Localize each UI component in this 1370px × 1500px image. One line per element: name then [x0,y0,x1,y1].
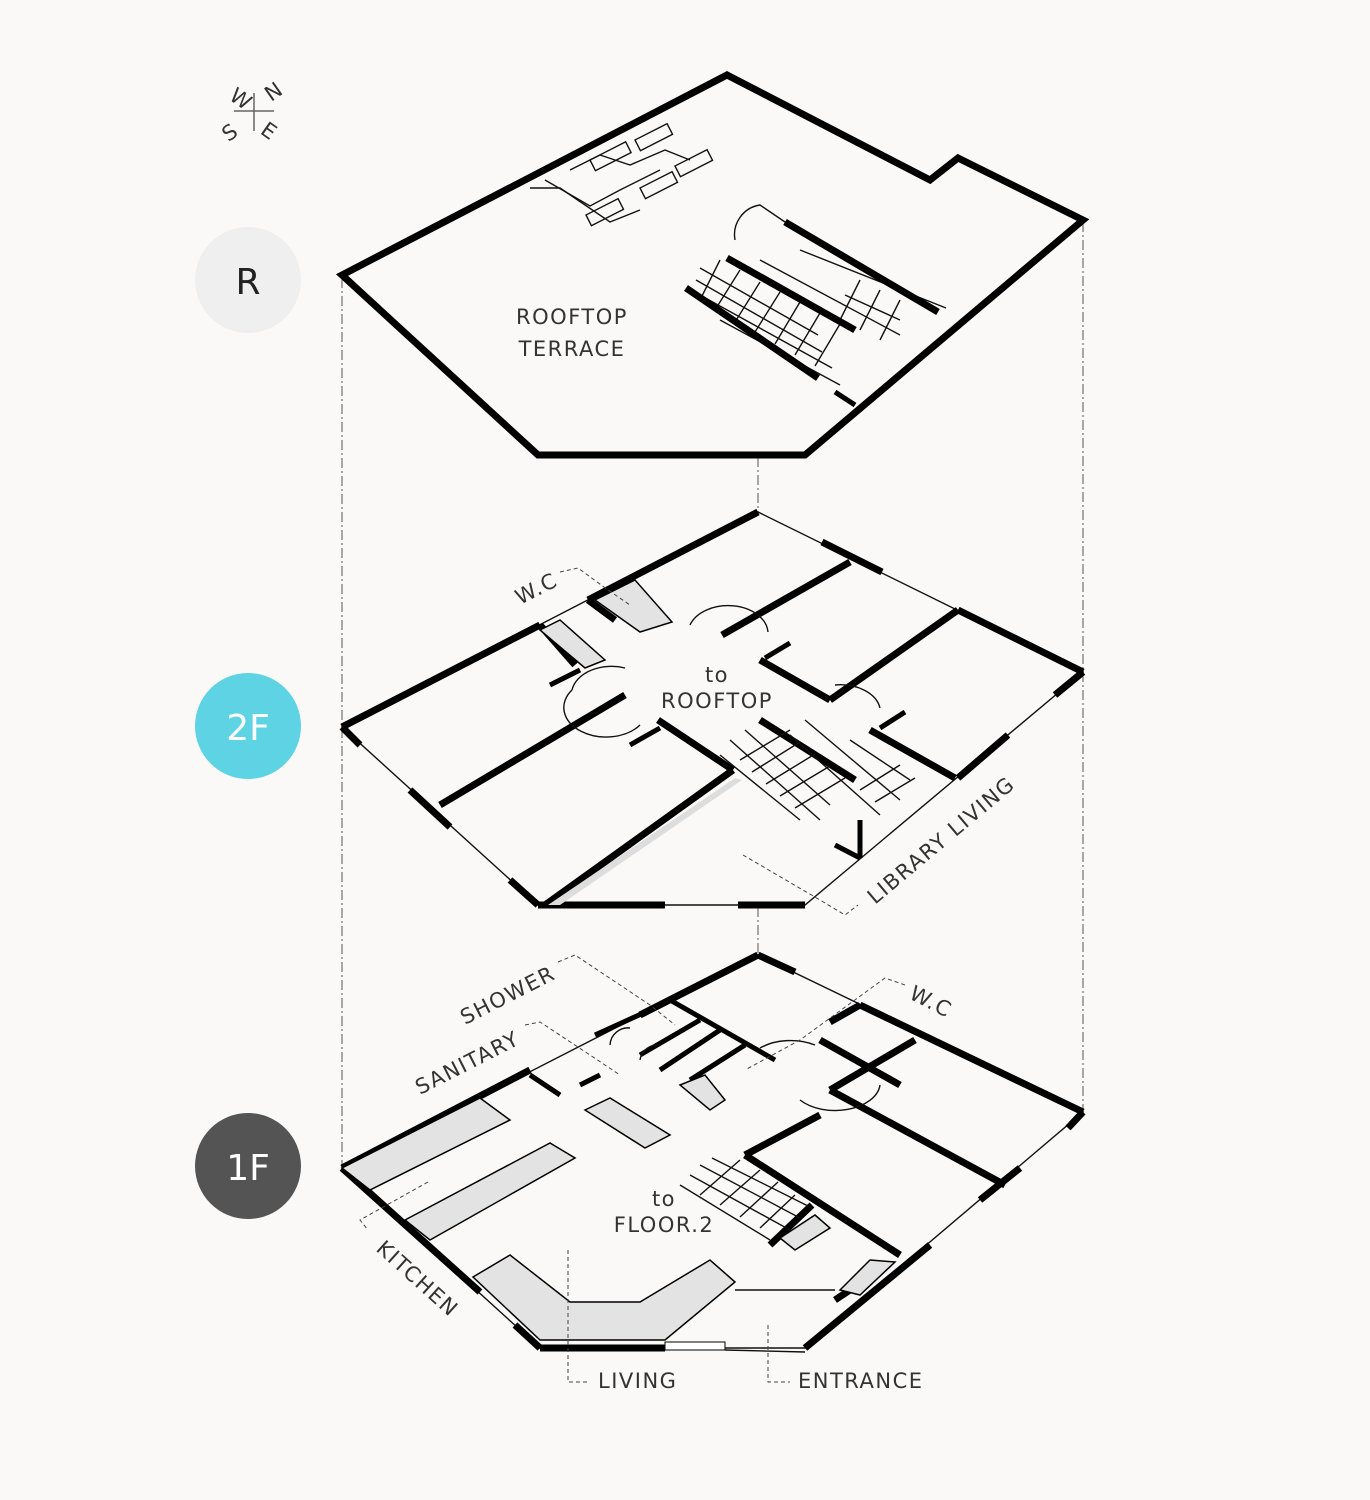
to-floor2-label-2: FLOOR.2 [614,1213,714,1237]
floor-badge-1f[interactable]: 1F [195,1113,301,1219]
rooftop-label-line2: TERRACE [518,337,626,361]
wc-1f-label: W.C [906,981,956,1022]
to-floor2-label-1: to [652,1187,676,1211]
to-rooftop-label-1: to [705,663,729,687]
shower-label: SHOWER [456,961,559,1029]
floor-badge-2f[interactable]: 2F [195,673,301,779]
library-living-label: LIBRARY LIVING [863,772,1020,909]
compass-n: N [260,77,288,107]
svg-text:1F: 1F [226,1148,270,1189]
roof-stairs [684,204,947,408]
svg-text:2F: 2F [226,708,270,749]
compass-s: S [217,118,243,146]
living-label: LIVING [598,1369,677,1393]
floor1-plan: SHOWER SANITARY W.C KITCHEN to FLOOR.2 L… [339,951,1086,1393]
compass-e: E [256,117,282,145]
compass-icon: W N S E [217,77,288,147]
rooftop-label-line1: ROOFTOP [516,305,628,329]
wc-2f-label: W.C [511,568,561,609]
svg-text:R: R [235,262,260,303]
floor2-plan: W.C to ROOFTOP LIBRARY LIVING [339,508,1086,916]
vertical-guides [341,222,1084,1168]
floor-badge-r[interactable]: R [195,227,301,333]
roof-ornament [530,122,714,227]
sanitary-label: SANITARY [411,1026,523,1099]
kitchen-label: KITCHEN [372,1236,463,1322]
to-rooftop-label-2: ROOFTOP [661,689,773,713]
rooftop-plan: ROOFTOP TERRACE [335,71,1090,459]
entrance-label: ENTRANCE [798,1369,924,1393]
